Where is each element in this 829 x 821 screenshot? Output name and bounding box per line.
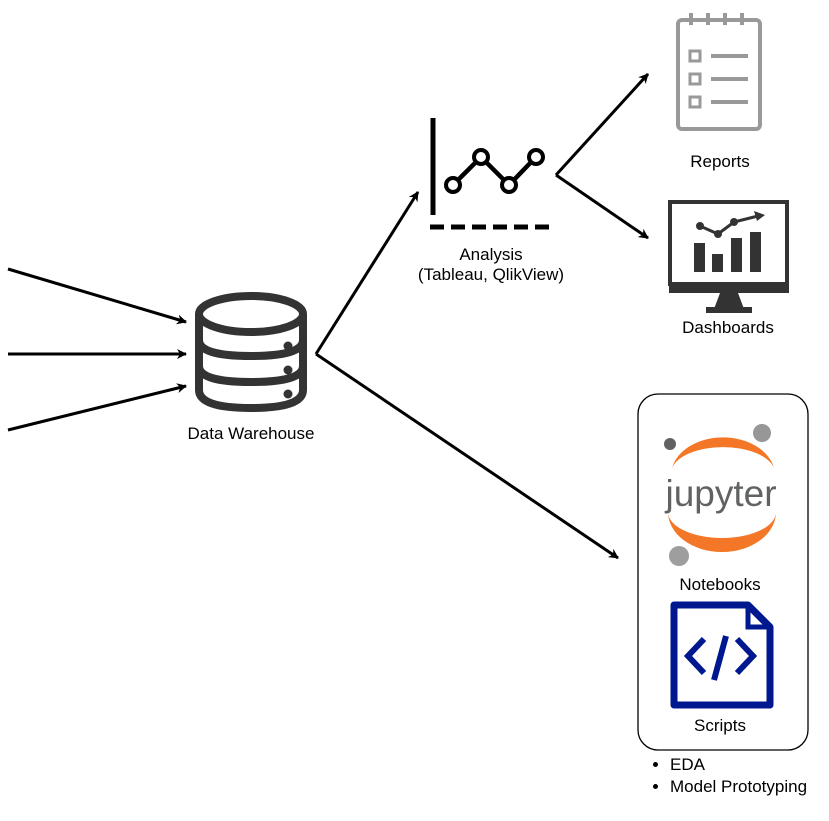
list-item: EDA (670, 754, 807, 776)
data-warehouse-label: Data Warehouse (187, 424, 315, 443)
arrow-warehouse-to-notebooks (315, 352, 619, 560)
analysis-tools: (Tableau, QlikView) (417, 265, 565, 284)
input-arrow-3 (7, 383, 187, 432)
arrow-warehouse-to-analysis (314, 191, 420, 355)
code-file-icon (670, 601, 774, 709)
list-item: Model Prototyping (670, 776, 807, 798)
clipboard-checklist-icon (676, 13, 762, 131)
analysis-title: Analysis (459, 245, 523, 264)
dashboards-label: Dashboards (682, 318, 774, 337)
line-chart-icon (430, 118, 553, 230)
arrow-analysis-to-dashboards (555, 173, 649, 240)
notebooks-label: Notebooks (679, 575, 761, 594)
jupyter-logo-text: jupyter (664, 473, 776, 514)
database-indicator-lights (283, 341, 293, 399)
use-case-list: EDA Model Prototyping (647, 754, 807, 798)
database-icon (195, 292, 307, 413)
scripts-label: Scripts (694, 716, 746, 735)
reports-label: Reports (690, 152, 750, 171)
monitor-chart-icon (668, 200, 789, 313)
jupyter-logo-icon: jupyter (664, 424, 777, 566)
arrow-analysis-to-reports (554, 72, 650, 177)
input-arrow-1 (7, 267, 187, 325)
analysis-label: Analysis (Tableau, QlikView) (401, 245, 581, 285)
